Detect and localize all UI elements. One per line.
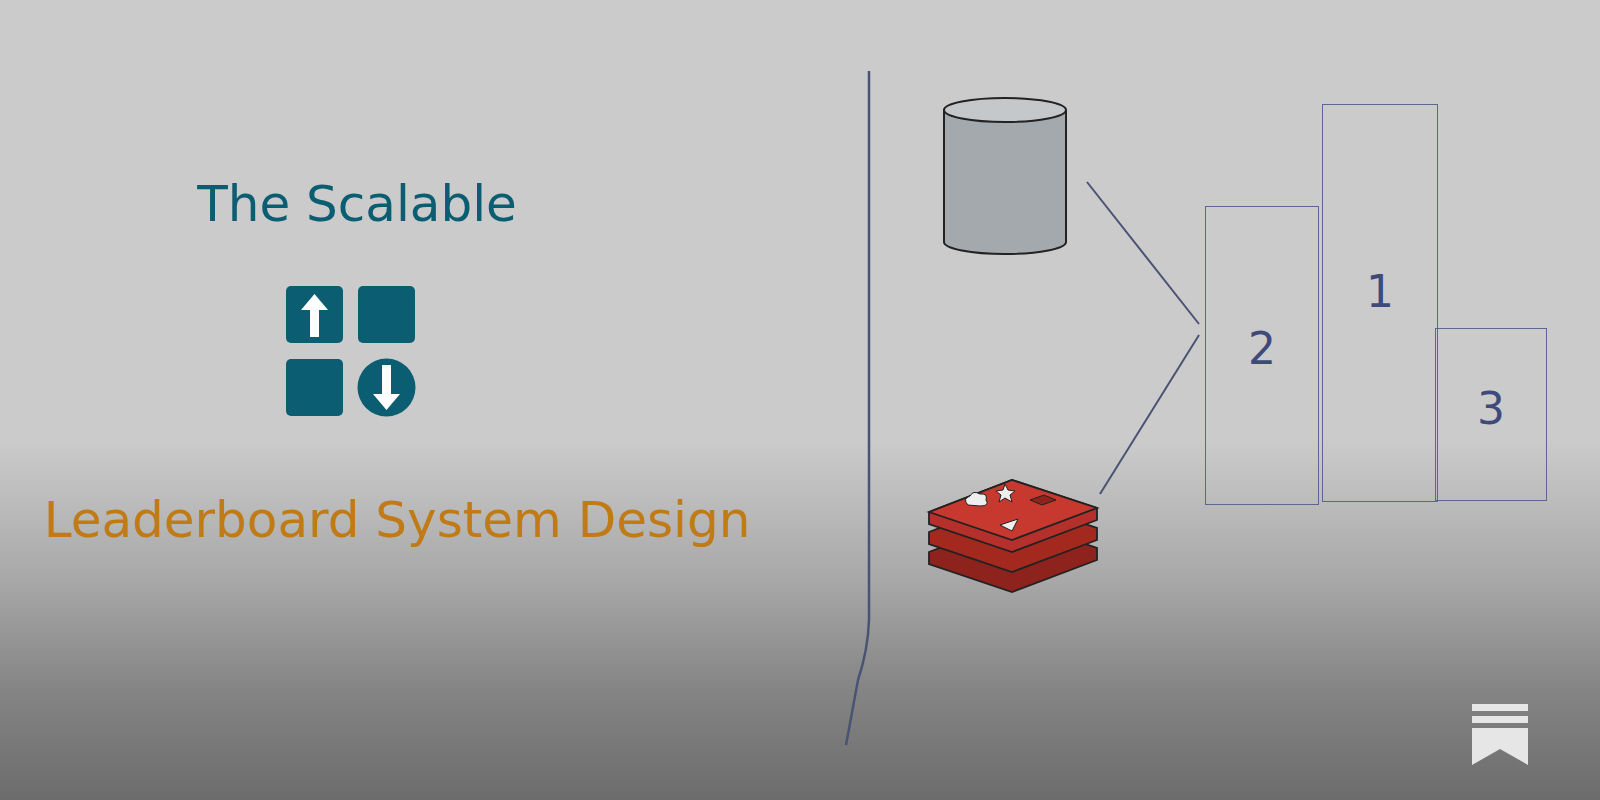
redis-icon: [929, 480, 1097, 592]
feed-line: [1087, 182, 1199, 324]
podium-box: 3: [1435, 328, 1547, 501]
bookmark-icon: [1472, 704, 1528, 765]
rank-number: 1: [1366, 270, 1394, 314]
podium-box: 2: [1205, 206, 1319, 505]
title-line: The Scalable: [197, 177, 517, 232]
title-line: Leaderboard System Design: [44, 493, 751, 548]
divider-line: [846, 71, 869, 745]
database-cylinder: [944, 98, 1066, 254]
scale-icon: [286, 286, 416, 417]
rank-number: 3: [1477, 387, 1505, 431]
rank-number: 2: [1248, 327, 1276, 371]
feed-line: [1100, 335, 1199, 494]
podium-box: 1: [1322, 104, 1438, 502]
